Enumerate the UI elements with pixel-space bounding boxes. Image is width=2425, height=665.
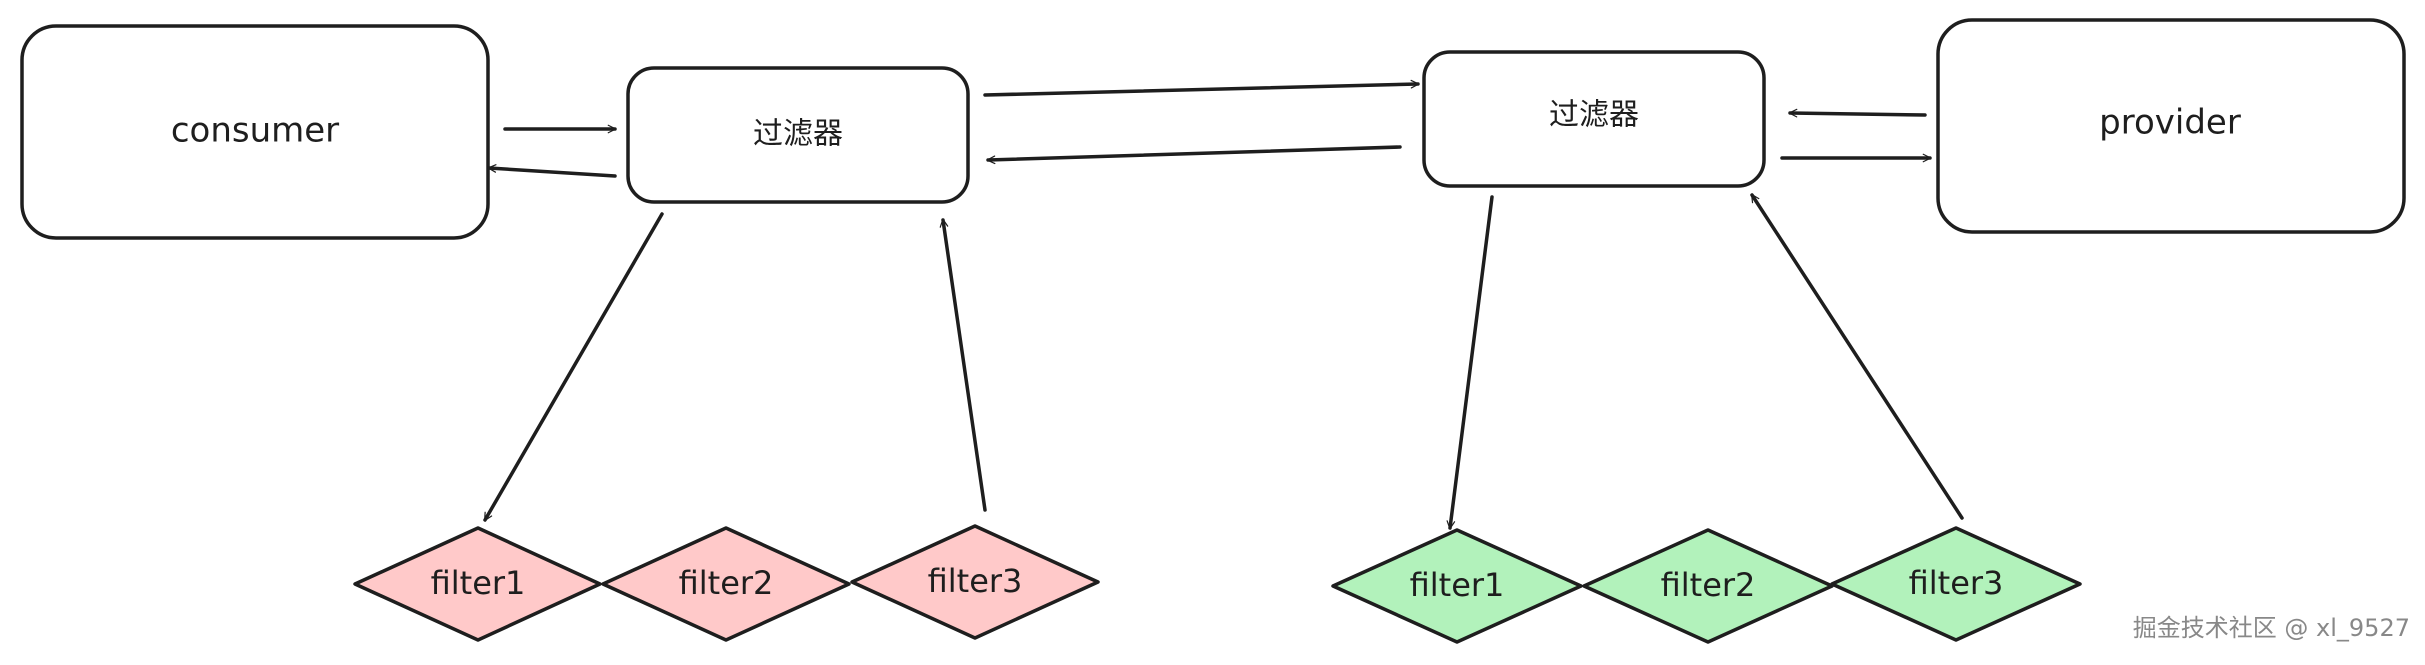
arrow-provider-to-filter bbox=[1788, 108, 1927, 118]
right-filter3: filter3 bbox=[1830, 526, 2082, 642]
arrow-to-right-filter1 bbox=[1446, 195, 1494, 530]
filter-right-label: 过滤器 bbox=[1549, 98, 1639, 133]
arrow-from-left-filter3 bbox=[939, 218, 987, 512]
filter-node-right: 过滤器 bbox=[1422, 50, 1766, 188]
right-filter3-label: filter3 bbox=[1909, 564, 2004, 602]
left-filter3-label: filter3 bbox=[928, 562, 1023, 600]
arrow-filter-right-to-left bbox=[986, 145, 1402, 165]
arrow-filter-to-consumer bbox=[487, 164, 617, 178]
provider-node: provider bbox=[1936, 18, 2406, 234]
arrow-from-right-filter3 bbox=[1750, 193, 1964, 520]
filter-left-label: 过滤器 bbox=[753, 117, 843, 152]
left-filter1: filter1 bbox=[353, 526, 602, 642]
watermark: 掘金技术社区 @ xl_9527 bbox=[2133, 614, 2410, 642]
left-filter2-label: filter2 bbox=[679, 564, 774, 602]
filter-node-left: 过滤器 bbox=[626, 66, 970, 204]
left-filter1-label: filter1 bbox=[431, 564, 526, 602]
consumer-node: consumer bbox=[20, 24, 490, 240]
arrow-to-left-filter1 bbox=[483, 212, 664, 522]
right-filter1: filter1 bbox=[1331, 528, 1583, 644]
right-filter2: filter2 bbox=[1582, 528, 1834, 644]
left-filter2: filter2 bbox=[601, 526, 851, 642]
left-filter-chain: filter1 filter2 filter3 bbox=[353, 524, 1100, 642]
right-filter1-label: filter1 bbox=[1410, 566, 1505, 604]
right-filter2-label: filter2 bbox=[1661, 566, 1756, 604]
consumer-label: consumer bbox=[171, 111, 339, 151]
right-filter-chain: filter1 filter2 filter3 bbox=[1331, 526, 2082, 644]
arrow-filter-left-to-right bbox=[983, 79, 1420, 97]
left-filter3: filter3 bbox=[850, 524, 1100, 640]
provider-label: provider bbox=[2099, 103, 2241, 143]
